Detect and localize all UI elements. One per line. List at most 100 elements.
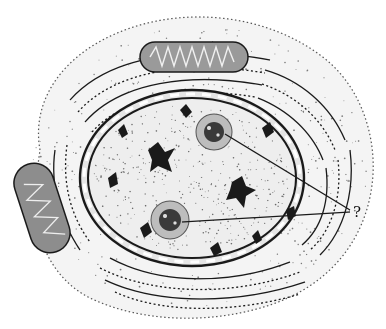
nucleus-stipple-dot: [242, 126, 243, 127]
nucleus-stipple-dot: [136, 236, 138, 238]
stipple-dot: [192, 85, 194, 87]
stipple-dot: [301, 110, 302, 111]
nucleus-stipple-dot: [184, 203, 185, 204]
stipple-dot: [275, 114, 276, 115]
nucleus-stipple-dot: [258, 222, 259, 223]
nucleus-stipple-dot: [179, 130, 180, 131]
nucleus-stipple-dot: [100, 175, 102, 177]
nucleus-stipple-dot: [116, 217, 117, 218]
nucleus-stipple-dot: [213, 201, 214, 202]
stipple-dot: [251, 51, 252, 52]
nucleus-stipple-dot: [205, 241, 206, 242]
nucleus-stipple-dot: [114, 190, 116, 192]
nucleus-stipple-dot: [124, 163, 125, 164]
nucleus-stipple-dot: [277, 206, 278, 207]
stipple-dot: [250, 279, 252, 281]
nucleus-stipple-dot: [248, 146, 249, 147]
nucleus-stipple-dot: [119, 159, 120, 160]
nucleus-stipple-dot: [168, 141, 169, 142]
stipple-dot: [308, 107, 309, 108]
nuclear-envelope-inner: [88, 98, 296, 258]
stipple-dot: [93, 74, 94, 75]
stipple-dot: [297, 244, 298, 245]
stipple-dot: [330, 193, 331, 194]
stipple-dot: [284, 62, 286, 64]
nucleus-stipple-dot: [166, 193, 167, 194]
nucleus-stipple-dot: [241, 153, 242, 154]
nucleus-stipple-dot: [253, 222, 254, 223]
nucleus-stipple-dot: [190, 192, 191, 193]
nucleus-stipple-dot: [186, 160, 187, 161]
stipple-dot: [317, 167, 318, 168]
nucleus-stipple-dot: [138, 166, 139, 167]
nucleus-stipple-dot: [156, 200, 157, 201]
stipple-dot: [260, 288, 261, 289]
stipple-dot: [192, 275, 193, 276]
stipple-dot: [344, 158, 346, 160]
nucleus-stipple-dot: [241, 223, 242, 224]
nucleolus-lower: [151, 201, 189, 239]
stipple-dot: [351, 112, 352, 113]
stipple-dot: [67, 165, 68, 166]
stipple-dot: [199, 37, 201, 39]
nucleus-stipple-dot: [183, 135, 184, 136]
stipple-dot: [292, 83, 293, 84]
nucleus-stipple-dot: [269, 162, 270, 163]
nucleus-stipple-dot: [152, 195, 153, 196]
nucleus-stipple-dot: [127, 173, 128, 174]
stipple-dot: [246, 89, 248, 91]
nucleus-stipple-dot: [281, 161, 283, 163]
nucleus-stipple-dot: [103, 147, 104, 148]
stipple-dot: [128, 45, 129, 46]
nucleus-stipple-dot: [180, 197, 182, 199]
nucleus-stipple-dot: [178, 145, 180, 147]
stipple-dot: [286, 282, 287, 283]
nucleus-stipple-dot: [198, 183, 199, 184]
nucleus-stipple-dot: [282, 181, 284, 183]
stipple-dot: [315, 160, 317, 162]
nucleus-stipple-dot: [232, 209, 233, 210]
nucleus-stipple-dot: [141, 169, 142, 170]
nucleus-stipple-dot: [205, 231, 206, 232]
nucleus-stipple-dot: [103, 154, 104, 155]
stipple-dot: [323, 133, 324, 134]
nucleus-stipple-dot: [171, 131, 172, 132]
nucleus-stipple-dot: [218, 180, 219, 181]
nucleus-stipple-dot: [172, 115, 173, 116]
nucleus-stipple-dot: [154, 176, 155, 177]
nucleus-stipple-dot: [105, 170, 106, 171]
nucleus-stipple-dot: [243, 130, 244, 131]
nucleus-stipple-dot: [169, 244, 170, 245]
nucleus-stipple-dot: [190, 149, 191, 150]
stipple-dot: [228, 88, 229, 89]
stipple-dot: [301, 263, 302, 264]
nucleus-stipple-dot: [259, 216, 260, 217]
nucleus-stipple-dot: [230, 233, 231, 234]
stipple-dot: [101, 256, 102, 257]
nucleus-stipple-dot: [202, 164, 203, 165]
nucleus-stipple-dot: [137, 179, 138, 180]
stipple-dot: [308, 144, 309, 145]
nucleus-stipple-dot: [283, 194, 284, 195]
nucleus-stipple-dot: [170, 248, 171, 249]
nucleus-stipple-dot: [144, 141, 145, 142]
nucleus-stipple-dot: [117, 154, 118, 155]
stipple-dot: [169, 76, 171, 78]
nucleus-stipple-dot: [201, 177, 202, 178]
stipple-dot: [107, 275, 109, 277]
stipple-dot: [308, 169, 309, 170]
nucleus-stipple-dot: [131, 124, 133, 126]
stipple-dot: [310, 120, 311, 121]
nucleus-stipple-dot: [266, 211, 267, 212]
nucleus-stipple-dot: [248, 169, 249, 170]
nucleus-stipple-dot: [250, 169, 251, 170]
stipple-dot: [321, 186, 322, 187]
nucleus-stipple-dot: [164, 184, 165, 185]
nucleus-stipple-dot: [174, 240, 175, 241]
stipple-dot: [74, 248, 76, 250]
nucleus-stipple-dot: [175, 164, 176, 165]
stipple-dot: [255, 255, 256, 256]
nucleus-stipple-dot: [243, 227, 244, 228]
nucleus-stipple-dot: [229, 215, 230, 216]
nucleus-stipple-dot: [224, 189, 225, 190]
